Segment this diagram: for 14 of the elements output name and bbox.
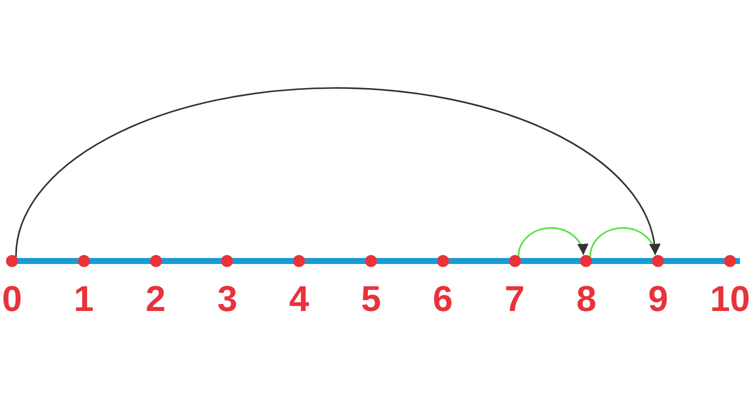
tick-label: 8 — [576, 281, 596, 317]
tick-label: 1 — [74, 281, 94, 317]
tick-label: 2 — [146, 281, 166, 317]
arc-arrow — [15, 87, 660, 258]
tick-label: 0 — [2, 281, 22, 317]
tick-label: 3 — [217, 281, 238, 317]
tick-label: 4 — [289, 281, 310, 317]
tick-label: 10 — [710, 281, 750, 317]
arc-arrow — [590, 227, 660, 258]
tick-label: 9 — [648, 281, 668, 317]
tick-label: 6 — [432, 281, 453, 317]
arc-arrow — [518, 227, 588, 258]
tick-label: 5 — [360, 281, 382, 317]
tick-label: 7 — [504, 281, 525, 317]
